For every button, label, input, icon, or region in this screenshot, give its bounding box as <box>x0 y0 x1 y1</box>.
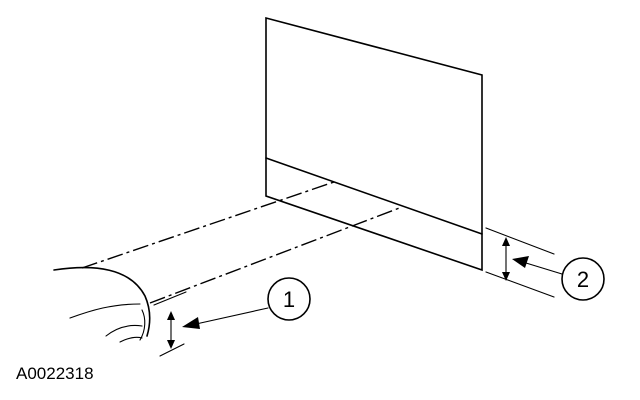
callout-2-label: 2 <box>577 267 589 292</box>
leader-arrow-1 <box>182 307 269 329</box>
callout-1: 1 <box>267 277 311 321</box>
figure-id-label: A0022318 <box>16 364 94 383</box>
dimension-1-marker <box>153 291 187 357</box>
projection-lines <box>81 181 403 304</box>
aiming-screen <box>265 16 483 272</box>
leader-arrow-2 <box>512 256 563 275</box>
dimension-2-marker <box>485 227 555 298</box>
callout-2: 2 <box>561 257 605 301</box>
headlamp-outline <box>53 266 151 343</box>
callout-1-label: 1 <box>283 287 295 312</box>
